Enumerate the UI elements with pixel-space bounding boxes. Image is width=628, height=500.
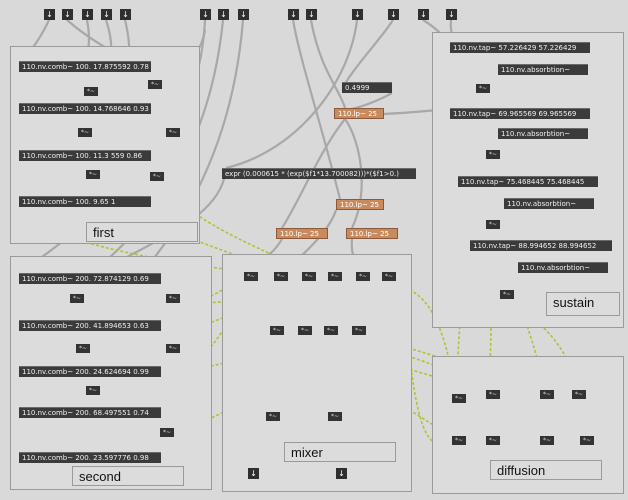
op-mixer-2[interactable]: *~ [274, 272, 288, 281]
comb-second-2[interactable]: 110.nv.comb~ 200. 41.894653 0.63 [19, 320, 161, 331]
panel-second-title: second [72, 466, 184, 486]
op-diffusion-7[interactable]: *~ [540, 436, 554, 445]
inlet-7[interactable]: ↓ [218, 9, 229, 20]
op-mixer-5[interactable]: *~ [356, 272, 370, 281]
inlet-5[interactable]: ↓ [120, 9, 131, 20]
lp-4[interactable]: 110.lp~ 25 [346, 228, 398, 239]
panel-first-title: first [86, 222, 198, 242]
inlet-6[interactable]: ↓ [200, 9, 211, 20]
comb-second-3[interactable]: 110.nv.comb~ 200. 24.624694 0.99 [19, 366, 161, 377]
op-diffusion-3[interactable]: *~ [540, 390, 554, 399]
comb-first-2[interactable]: 110.nv.comb~ 100. 14.768646 0.93 [19, 103, 151, 114]
op-sustain-2[interactable]: *~ [486, 150, 500, 159]
inlet-13[interactable]: ↓ [418, 9, 429, 20]
op-diffusion-6[interactable]: *~ [486, 436, 500, 445]
tap-2[interactable]: 110.nv.tap~ 69.965569 69.965569 [450, 108, 590, 119]
comb-second-4[interactable]: 110.nv.comb~ 200. 68.497551 0.74 [19, 407, 161, 418]
op-second-5[interactable]: *~ [86, 386, 100, 395]
expr-object[interactable]: expr (0.000615 * (exp($f1*13.700082)))*(… [222, 168, 416, 179]
comb-first-3[interactable]: 110.nv.comb~ 100. 11.3 559 0.86 [19, 150, 151, 161]
op-mixer-1[interactable]: *~ [244, 272, 258, 281]
op-second-2[interactable]: *~ [166, 294, 180, 303]
absorbtion-2[interactable]: 110.nv.absorbtion~ [498, 128, 588, 139]
inlet-3[interactable]: ↓ [82, 9, 93, 20]
op-mixer-4[interactable]: *~ [328, 272, 342, 281]
lp-2[interactable]: 110.lp~ 25 [336, 199, 384, 210]
op-second-1[interactable]: *~ [70, 294, 84, 303]
inlet-2[interactable]: ↓ [62, 9, 73, 20]
panel-first [10, 46, 200, 244]
inlet-14[interactable]: ↓ [446, 9, 457, 20]
tap-4[interactable]: 110.nv.tap~ 88.994652 88.994652 [470, 240, 612, 251]
outlet-left[interactable]: ↓ [248, 468, 259, 479]
op-first-1[interactable]: *~ [84, 87, 98, 96]
op-second-4[interactable]: *~ [166, 344, 180, 353]
lp-1[interactable]: 110.lp~ 25 [334, 108, 384, 119]
op-mixer-6[interactable]: *~ [382, 272, 396, 281]
op-mixer-11[interactable]: *~ [266, 412, 280, 421]
comb-first-1[interactable]: 110.nv.comb~ 100. 17.875592 0.78 [19, 61, 151, 72]
comb-second-5[interactable]: 110.nv.comb~ 200. 23.597776 0.98 [19, 452, 161, 463]
outlet-right[interactable]: ↓ [336, 468, 347, 479]
lp-3[interactable]: 110.lp~ 25 [276, 228, 328, 239]
op-first-3[interactable]: *~ [78, 128, 92, 137]
inlet-4[interactable]: ↓ [101, 9, 112, 20]
op-diffusion-2[interactable]: *~ [486, 390, 500, 399]
patch-cord-11 [345, 19, 394, 83]
panel-sustain-title: sustain [546, 292, 620, 316]
op-first-4[interactable]: *~ [166, 128, 180, 137]
op-mixer-12[interactable]: *~ [328, 412, 342, 421]
inlet-9[interactable]: ↓ [288, 9, 299, 20]
op-diffusion-5[interactable]: *~ [452, 436, 466, 445]
op-mixer-8[interactable]: *~ [298, 326, 312, 335]
op-mixer-10[interactable]: *~ [352, 326, 366, 335]
comb-second-1[interactable]: 110.nv.comb~ 200. 72.874129 0.69 [19, 273, 161, 284]
op-diffusion-4[interactable]: *~ [572, 390, 586, 399]
tap-1[interactable]: 110.nv.tap~ 57.226429 57.226429 [450, 42, 590, 53]
absorbtion-4[interactable]: 110.nv.absorbtion~ [518, 262, 608, 273]
op-first-6[interactable]: *~ [150, 172, 164, 181]
float-object[interactable]: 0.4999 [342, 82, 392, 93]
panel-diffusion-title: diffusion [490, 460, 602, 480]
comb-first-4[interactable]: 110.nv.comb~ 100. 9.65 1 [19, 196, 151, 207]
panel-mixer-title: mixer [284, 442, 396, 462]
patch-cord-10 [225, 19, 359, 170]
op-sustain-4[interactable]: *~ [500, 290, 514, 299]
op-first-2[interactable]: *~ [148, 80, 162, 89]
op-mixer-7[interactable]: *~ [270, 326, 284, 335]
inlet-8[interactable]: ↓ [238, 9, 249, 20]
op-second-3[interactable]: *~ [76, 344, 90, 353]
op-diffusion-1[interactable]: *~ [452, 394, 466, 403]
op-sustain-1[interactable]: *~ [476, 84, 490, 93]
patch-cord-9 [309, 19, 347, 109]
op-second-6[interactable]: *~ [160, 428, 174, 437]
op-first-5[interactable]: *~ [86, 170, 100, 179]
inlet-10[interactable]: ↓ [306, 9, 317, 20]
tap-3[interactable]: 110.nv.tap~ 75.468445 75.468445 [458, 176, 598, 187]
inlet-11[interactable]: ↓ [352, 9, 363, 20]
inlet-12[interactable]: ↓ [388, 9, 399, 20]
op-sustain-3[interactable]: *~ [486, 220, 500, 229]
patch-cord-14 [344, 118, 363, 229]
absorbtion-3[interactable]: 110.nv.absorbtion~ [504, 198, 594, 209]
op-mixer-3[interactable]: *~ [302, 272, 316, 281]
op-mixer-9[interactable]: *~ [324, 326, 338, 335]
absorbtion-1[interactable]: 110.nv.absorbtion~ [498, 64, 588, 75]
patch-cord-37 [409, 359, 457, 447]
op-diffusion-8[interactable]: *~ [580, 436, 594, 445]
inlet-1[interactable]: ↓ [44, 9, 55, 20]
